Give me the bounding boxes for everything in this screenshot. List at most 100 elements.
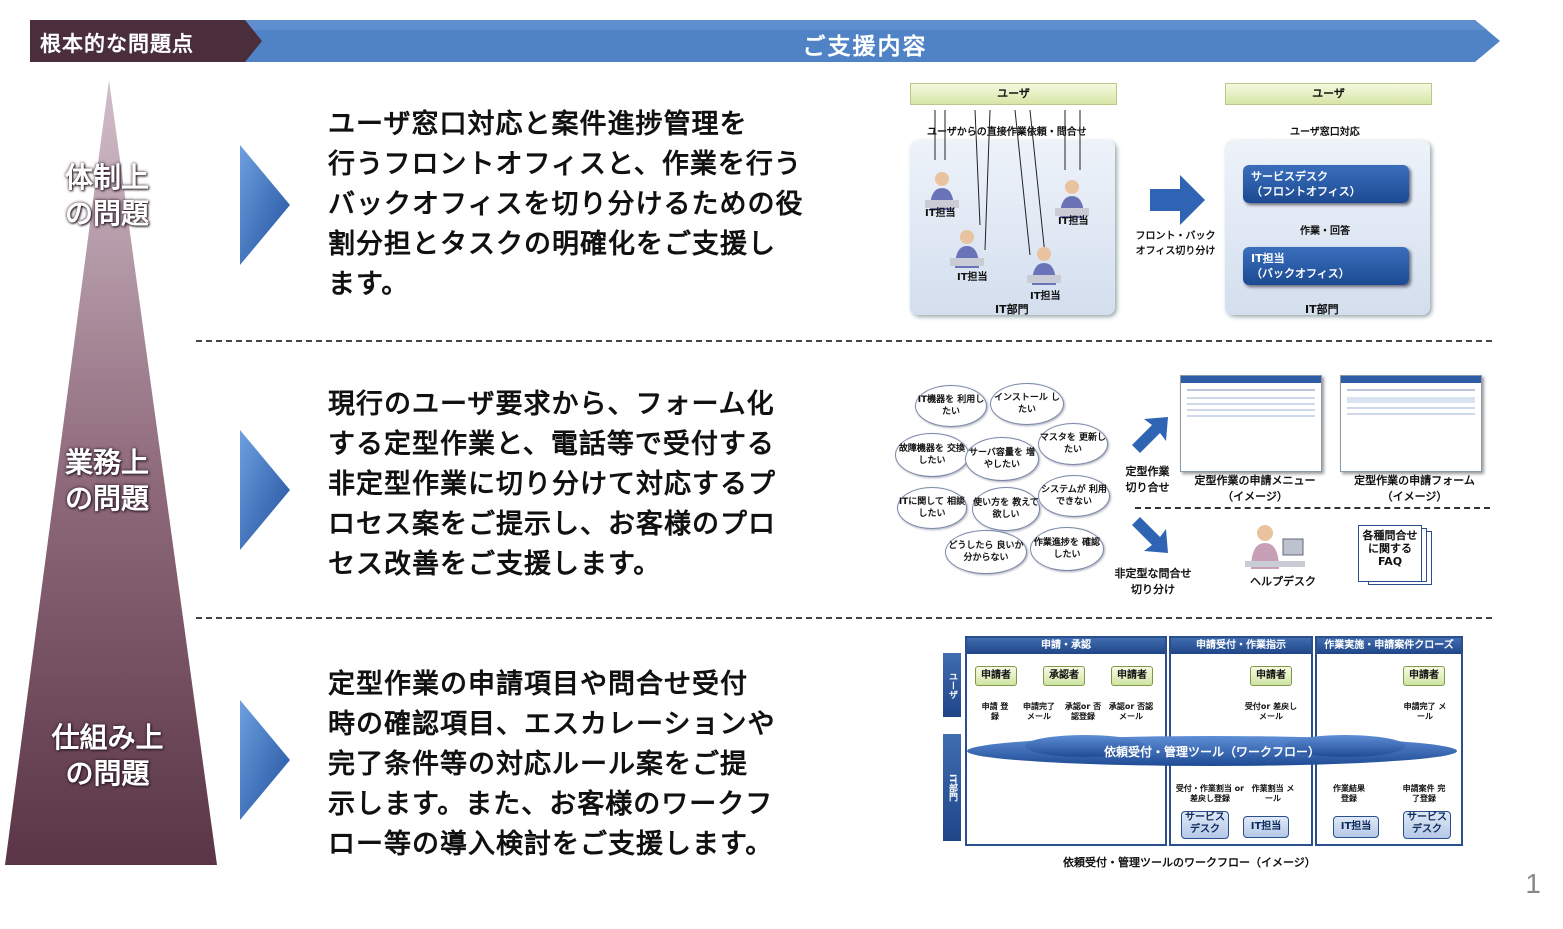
request-cloud: ITに関して 相談したい (897, 487, 967, 529)
page-number: 1 (1525, 868, 1541, 899)
approver-box: 承認者 (1043, 666, 1085, 686)
level-structure-line2: の問題 (64, 197, 149, 230)
text-line: セス改善をご支援します。 (328, 549, 662, 580)
applicant-box: 申請者 (1403, 666, 1445, 686)
user-window-note: ユーザ窓口対応 (1290, 127, 1360, 138)
swimlane-user: ユーザ (943, 653, 961, 717)
row2-description: 現行のユーザ要求から、フォーム化 する定型作業と、電話等で受付する 非定型作業に… (328, 385, 828, 585)
service-desk-box: サービス デスク (1181, 811, 1229, 839)
support-content-banner (230, 20, 1500, 62)
level-structure-label: 体制上 の問題 (47, 160, 167, 232)
request-cloud: システムが 利用できない (1038, 475, 1110, 517)
support-content-label: ご支援内容 (802, 34, 928, 60)
split-divider (1135, 507, 1490, 509)
request-menu-screenshot (1180, 375, 1322, 472)
level-system-line2: の問題 (65, 757, 150, 790)
org-structure-diagram: ユーザ ユーザからの直接作業依頼・問合せ IT担当 IT担当 IT担当 IT担当… (905, 80, 1440, 320)
flow-note: 承認or 否認メール (1108, 702, 1154, 721)
text-line: 定型作業の申請メニュー (1194, 474, 1316, 487)
flow-note: 受付・作業割当 or差戻し登録 (1175, 784, 1245, 803)
helpdesk-label: ヘルプデスク (1250, 575, 1316, 588)
flow-note: 作業割当 メール (1251, 784, 1295, 803)
text-line: 切り分け (1131, 583, 1175, 596)
root-problem-banner (30, 20, 262, 62)
level-structure-line1: 体制上 (64, 161, 149, 194)
text-line: （バックオフィス） (1251, 267, 1350, 280)
person-icon (925, 172, 959, 210)
level-system-line1: 仕組み上 (51, 721, 164, 754)
applicant-box: 申請者 (975, 666, 1017, 686)
request-menu-caption: 定型作業の申請メニュー （イメージ） (1180, 472, 1330, 504)
text-line: する定型作業と、電話等で受付する (328, 429, 775, 460)
flow-note: 申請案件 完了登録 (1402, 784, 1446, 803)
request-cloud: 使い方を 教えて欲しい (972, 487, 1040, 531)
text-line: 完了条件等の対応ルール案をご提 (328, 749, 748, 780)
flow-note: 申請 登録 (981, 702, 1009, 721)
level-operation-line2: の問題 (64, 482, 149, 515)
user-bar-right: ユーザ (1225, 83, 1432, 105)
text-line: FAQ (1377, 555, 1403, 568)
service-desk-box: サービスデスク （フロントオフィス） (1243, 165, 1409, 203)
text-line: （イメージ） (1222, 490, 1288, 503)
request-cloud: インストール したい (990, 383, 1064, 425)
flow-note: 承認or 否認登録 (1064, 702, 1102, 721)
flow-note: 受付or 差戻しメール (1244, 702, 1298, 721)
root-problem-heading: 根本的な問題点 (30, 20, 260, 62)
work-answer-label: 作業・回答 (1300, 226, 1350, 237)
it-staff-label: IT担当 (957, 272, 988, 283)
text-line: （イメージ） (1381, 490, 1448, 503)
it-dept-panel-left (910, 140, 1115, 315)
row-divider (196, 617, 1492, 619)
text-line: フロント・バック (1135, 231, 1216, 242)
text-line: ロー等の導入検討をご支援します。 (328, 829, 774, 860)
request-cloud: IT機器を 利用したい (915, 385, 987, 427)
text-line: 示します。また、お客様のワークフ (328, 789, 774, 820)
level-operation-line1: 業務上 (64, 446, 149, 479)
routine-split-label: 定型作業 切り合せ (1120, 463, 1175, 495)
text-line: 行うフロントオフィスと、作業を行う (328, 149, 802, 180)
workflow-tool-label: 依頼受付・管理ツール（ワークフロー） (1103, 745, 1320, 759)
row3-description: 定型作業の申請項目や問合せ受付 時の確認項目、エスカレーションや 完了条件等の対… (328, 665, 828, 865)
arrow-downright-icon (1132, 517, 1168, 553)
arrow-upright-icon (1132, 417, 1168, 453)
text-line: 非定型作業に切り分けて対応するプ (328, 469, 776, 500)
it-staff-box: IT担当 (1333, 816, 1379, 838)
person-icon (1055, 180, 1089, 218)
it-staff-label: IT担当 (1030, 291, 1061, 302)
request-arrows (934, 109, 1081, 256)
workflow-tool-cloud (967, 735, 1457, 766)
text-line: 非定型な問合せ (1114, 567, 1192, 580)
text-line: サービスデスク (1251, 170, 1328, 183)
column-header: 作業実施・申請案件クローズ (1317, 638, 1461, 654)
chevron-right-icon (240, 145, 290, 265)
chevron-right-icon (240, 700, 290, 820)
flow-note: 申請完了 メール (1023, 702, 1055, 721)
row1-description: ユーザ窓口対応と案件進捗管理を 行うフロントオフィスと、作業を行う バックオフィ… (328, 105, 828, 305)
text-line: 定型作業 (1125, 465, 1170, 478)
direct-request-note: ユーザからの直接作業依頼・問合せ (927, 127, 1087, 138)
text-line: IT担当 (1251, 252, 1285, 265)
text-line: 時の確認項目、エスカレーションや (328, 709, 776, 740)
request-cloud: 故障機器を 交換したい (895, 433, 969, 477)
text-line: 定型作業の申請項目や問合せ受付 (328, 669, 748, 700)
back-office-box: IT担当 （バックオフィス） (1243, 247, 1409, 285)
text-line: バックオフィスを切り分けるための役 (328, 189, 804, 220)
text-line: ユーザ窓口対応と案件進捗管理を (328, 109, 748, 140)
arrow-right-icon (1150, 175, 1205, 225)
service-desk-box: サービス デスク (1403, 811, 1451, 839)
person-icon (950, 230, 984, 268)
process-split-diagram: IT機器を 利用したい インストール したい マスタを 更新したい 故障機器を … (890, 375, 1490, 605)
column-header: 申請受付・作業指示 (1171, 638, 1311, 654)
swimlane-it: IT部門 (943, 734, 961, 841)
text-line: （フロントオフィス） (1251, 185, 1361, 198)
text-line: 現行のユーザ要求から、フォーム化 (328, 389, 775, 420)
text-line: に関する (1368, 542, 1412, 555)
text-line: 各種問合せ (1362, 529, 1418, 542)
request-form-screenshot (1340, 375, 1482, 472)
flow-note: 作業結果 登録 (1333, 784, 1365, 803)
problem-pyramid (5, 80, 217, 865)
root-problem-label: 根本的な問題点 (40, 32, 194, 56)
request-cloud: サーバ容量を 増やしたい (965, 437, 1039, 481)
text-line: 定型作業の申請フォーム (1354, 474, 1475, 487)
chevron-right-icon (240, 430, 290, 550)
